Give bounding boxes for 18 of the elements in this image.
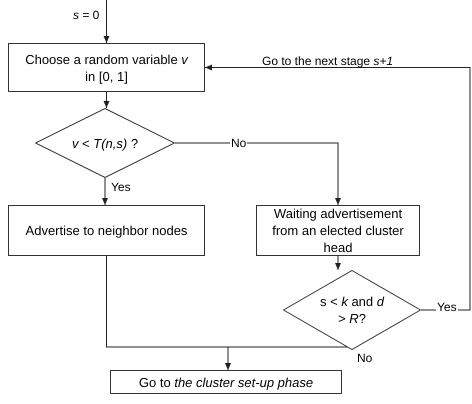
decision-diamond: v < T(n,s) ?	[35, 108, 175, 178]
arrow	[104, 92, 110, 108]
arrow	[104, 0, 110, 44]
arrow	[204, 64, 470, 310]
arrow	[102, 178, 108, 206]
edge-label: No	[356, 351, 374, 365]
process-box: Waiting advertisement from an elected cluster head	[256, 205, 420, 256]
edge-label: Yes	[110, 180, 132, 194]
edge-label: s = 0	[72, 8, 100, 22]
edge-label: No	[230, 136, 248, 150]
arrow	[335, 256, 341, 270]
edge-label: Yes	[436, 300, 458, 314]
arrow	[174, 142, 341, 206]
process-box: Choose a random variable v in [0, 1]	[8, 43, 205, 92]
decision-diamond: s < k and d > R?	[283, 270, 421, 350]
process-box: Advertise to neighbor nodes	[8, 205, 205, 256]
process-box: Go to the cluster set-up phase	[110, 370, 342, 394]
note-text: Go to the next stage s+1	[262, 54, 394, 68]
